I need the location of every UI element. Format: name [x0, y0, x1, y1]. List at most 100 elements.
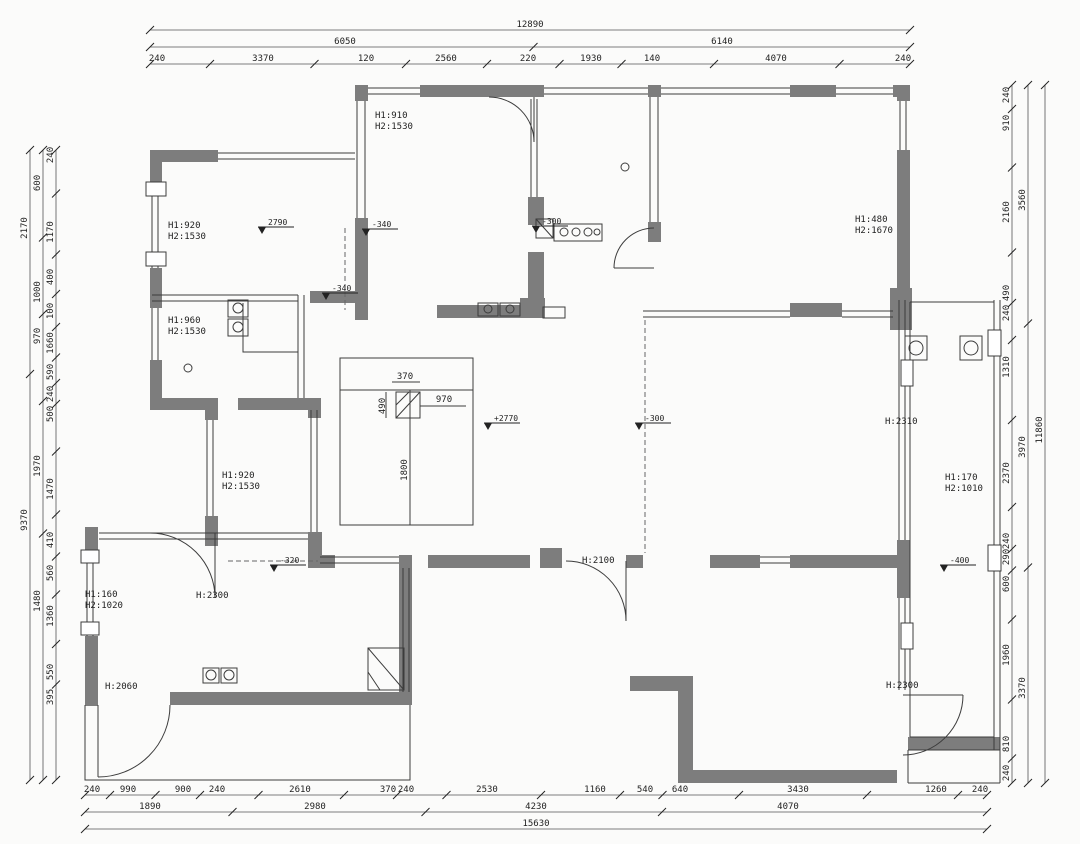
dim-label: 140 — [644, 54, 660, 64]
door-arc — [97, 704, 171, 778]
dim-label: 1310 — [1002, 356, 1012, 378]
dim-label: 15630 — [522, 819, 549, 829]
wall-segment — [238, 398, 321, 410]
wall-segment — [428, 555, 530, 568]
dim-tick — [1007, 335, 1017, 345]
counter — [542, 306, 566, 319]
dim-tick — [1023, 80, 1033, 90]
dim-tick — [51, 447, 61, 456]
window-lines — [836, 87, 893, 95]
dim-tick — [195, 790, 205, 800]
dim-tick — [1023, 319, 1033, 328]
room-height-label: H2:1670 — [855, 226, 893, 236]
dim-tick — [658, 790, 667, 800]
dim-label: 1960 — [1002, 644, 1012, 666]
window-lines — [649, 97, 659, 222]
dim-tick — [80, 824, 90, 834]
dim-tick — [51, 250, 61, 259]
dim-tick — [709, 59, 719, 69]
dim-tick — [38, 775, 48, 785]
dim-tick — [1023, 778, 1033, 788]
window-lines — [99, 532, 308, 540]
dim-label: 240 — [895, 54, 911, 64]
cooktop — [553, 223, 603, 242]
dim-tick — [442, 790, 451, 800]
window-lines — [368, 87, 420, 95]
wall-segment — [630, 676, 692, 691]
detail-dim-lines — [385, 381, 466, 510]
detail-hatch — [395, 391, 421, 419]
dim-label: 120 — [358, 54, 374, 64]
dim-tick — [51, 322, 61, 332]
dim-tick — [339, 790, 349, 800]
level-marker-triangle — [258, 227, 266, 234]
dim-label: 9370 — [20, 509, 30, 531]
dim-tick — [51, 775, 61, 785]
wall-segment — [399, 555, 412, 695]
dim-tick — [392, 790, 402, 800]
dim-label: 3560 — [1018, 189, 1028, 211]
sink — [499, 302, 521, 317]
dim-tick — [38, 396, 48, 406]
dim-label: 1970 — [33, 455, 43, 477]
window-lines — [151, 308, 159, 360]
washbasin — [202, 667, 220, 684]
dim-tick — [982, 807, 992, 817]
dim-tick — [51, 189, 61, 198]
appliance-drum — [908, 340, 924, 356]
dim-label: 600 — [1002, 576, 1012, 592]
window-lines — [152, 294, 298, 302]
level-marker-triangle — [635, 423, 643, 430]
dim-tick — [1007, 248, 1017, 257]
dim-label: 560 — [46, 565, 56, 581]
doors — [97, 96, 964, 778]
level-marker-value: 2790 — [268, 218, 287, 227]
dim-tick — [617, 59, 626, 69]
dim-tick — [905, 25, 915, 35]
dim-label: 370 — [380, 785, 396, 795]
dim-tick — [145, 42, 155, 52]
window-lines — [842, 310, 893, 318]
dim-tick — [25, 145, 35, 155]
dim-tick — [1023, 563, 1033, 572]
door-arc — [902, 694, 964, 756]
dim-tick — [401, 59, 411, 69]
wall-segment — [648, 85, 661, 97]
dim-tick — [1007, 544, 1017, 554]
appliance-box — [959, 335, 983, 361]
dim-tick — [1007, 754, 1017, 763]
dim-tick — [51, 145, 61, 155]
room-height-label: H1:920 — [168, 221, 201, 231]
washbasin-drain — [205, 669, 217, 681]
dim-label: 600 — [33, 175, 43, 191]
dim-tick — [1007, 163, 1017, 172]
door-arc — [149, 532, 216, 599]
dim-tick — [38, 309, 48, 319]
dim-tick — [615, 790, 625, 800]
dim-label: 2530 — [476, 785, 498, 795]
dim-label: 540 — [637, 785, 653, 795]
level-marker-triangle — [532, 226, 540, 233]
terrace-outline — [84, 705, 411, 781]
dim-tick — [1007, 104, 1017, 114]
level-marker-value: -320 — [280, 556, 299, 565]
dim-tick — [982, 824, 992, 834]
room-height-label: H1:160 — [85, 590, 118, 600]
dim-tick — [151, 790, 160, 800]
wall-segment — [790, 85, 836, 97]
dim-label: 3370 — [1018, 677, 1028, 699]
window-frame — [987, 329, 1002, 357]
room-height-label: H1:480 — [855, 215, 888, 225]
dim-label: 240 — [149, 54, 165, 64]
dim-tick — [982, 790, 992, 800]
shower-diagonal — [367, 647, 405, 691]
cabinet — [227, 299, 249, 318]
wall-segment — [710, 555, 760, 568]
wall-segment — [890, 288, 912, 330]
dim-tick — [51, 552, 61, 561]
wall-segment — [540, 548, 562, 568]
dim-tick — [145, 59, 155, 69]
wall-segment — [908, 737, 1000, 750]
dim-label: 550 — [46, 664, 56, 680]
dim-tick — [1007, 778, 1017, 788]
